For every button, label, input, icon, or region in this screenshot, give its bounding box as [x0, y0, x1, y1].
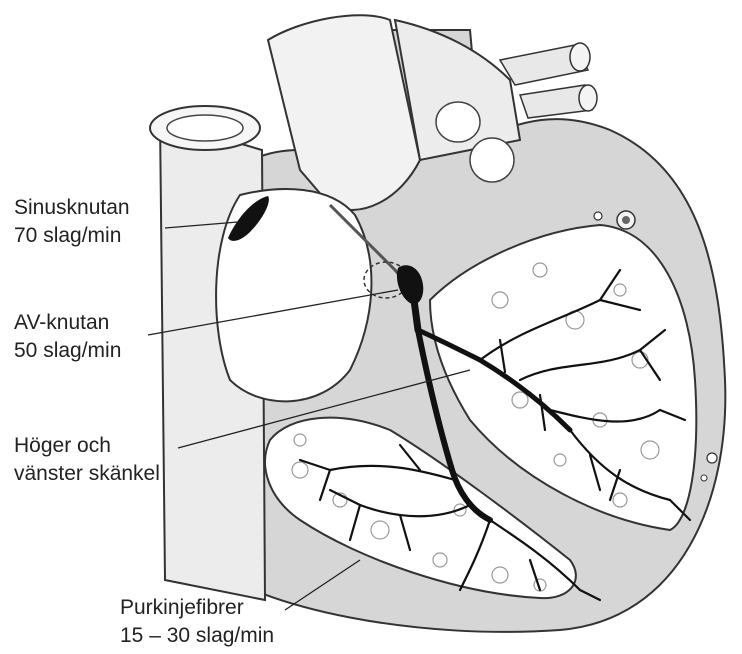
av-node-label: AV-knutan 50 slag/min	[14, 309, 121, 365]
sinus-node-name: Sinusknutan	[14, 194, 130, 222]
purkinje-rate: 15 – 30 slag/min	[120, 622, 274, 650]
bundle-branches-line1: Höger och	[14, 432, 160, 460]
purkinje-label: Purkinjefibrer 15 – 30 slag/min	[120, 594, 274, 650]
sinus-node-label: Sinusknutan 70 slag/min	[14, 194, 130, 250]
sinus-node-rate: 70 slag/min	[14, 222, 130, 250]
bundle-branches-line2: vänster skänkel	[14, 460, 160, 488]
av-node-rate: 50 slag/min	[14, 337, 121, 365]
bundle-branches-label: Höger och vänster skänkel	[14, 432, 160, 488]
purkinje-name: Purkinjefibrer	[120, 594, 274, 622]
av-node-name: AV-knutan	[14, 309, 121, 337]
